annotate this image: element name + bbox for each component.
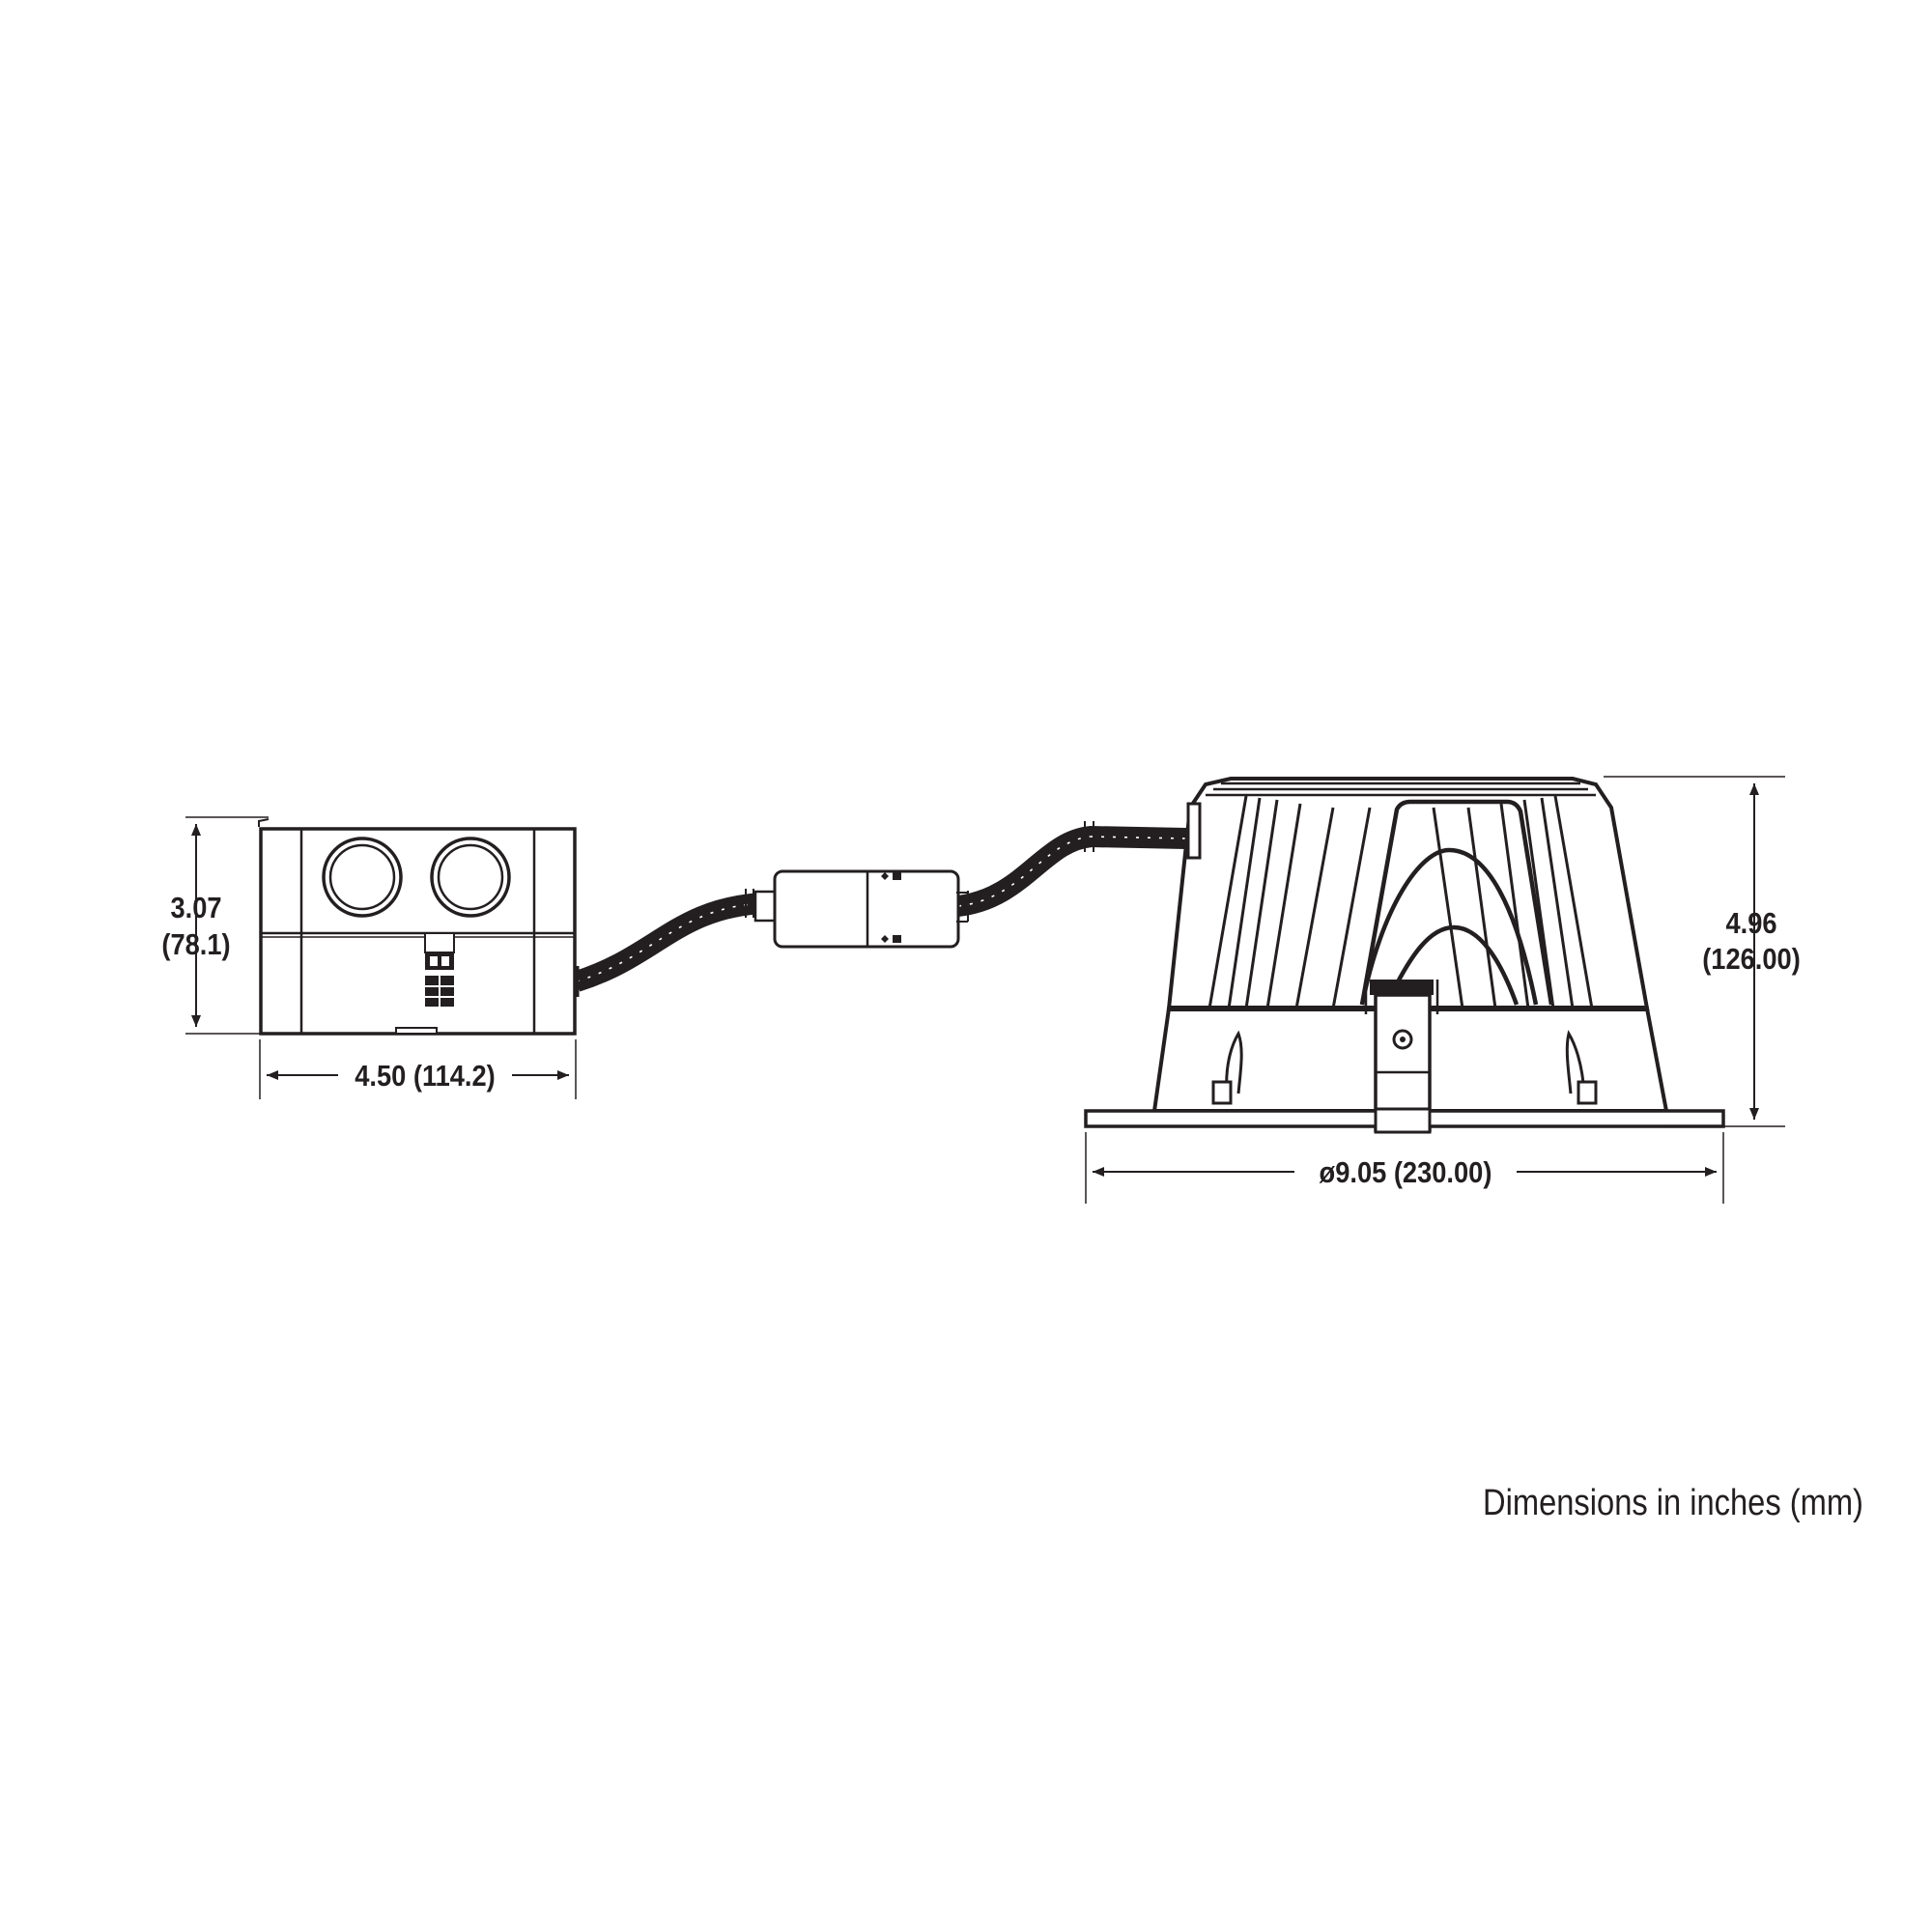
recessed-fixture bbox=[1084, 777, 1725, 1134]
box-height-mm: (78.1) bbox=[161, 928, 230, 961]
fixture-diameter-label: ø9.05 (230.00) bbox=[1320, 1156, 1492, 1189]
fixture-height-mm: (126.00) bbox=[1702, 943, 1801, 976]
spring-right bbox=[1565, 1030, 1598, 1105]
box-height-inches: 3.07 bbox=[170, 892, 221, 924]
junction-box bbox=[258, 818, 577, 1036]
flex-conduit bbox=[573, 821, 1187, 997]
dimensions-note: Dimensions in inches (mm) bbox=[1483, 1482, 1863, 1523]
box-width-label: 4.50 (114.2) bbox=[355, 1060, 496, 1093]
knockout-left bbox=[322, 837, 403, 918]
wire-connector bbox=[424, 932, 455, 1007]
spring-left bbox=[1211, 1030, 1243, 1105]
knockout-right bbox=[430, 837, 511, 918]
dimension-lines bbox=[185, 776, 1785, 1204]
fixture-height-inches: 4.96 bbox=[1725, 907, 1776, 940]
inline-connector bbox=[753, 869, 968, 949]
